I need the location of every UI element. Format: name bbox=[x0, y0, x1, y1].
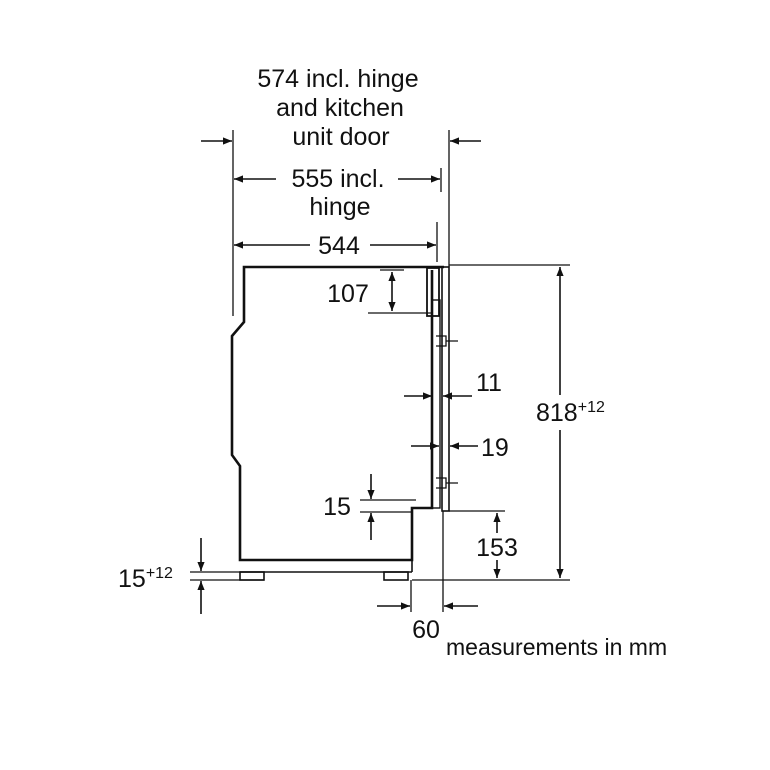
machine-body-outline bbox=[230, 265, 444, 562]
units-note: measurements in mm bbox=[446, 634, 667, 660]
label-15-plinth: 15 bbox=[323, 493, 351, 521]
label-107: 107 bbox=[327, 280, 369, 308]
label-818-base: 818 bbox=[536, 399, 578, 427]
upper-hinge bbox=[436, 335, 458, 347]
front-foot bbox=[383, 571, 409, 581]
label-11: 11 bbox=[476, 369, 502, 397]
label-555-line1: 555 incl. bbox=[291, 165, 384, 193]
label-818-height: 818+12 bbox=[536, 399, 605, 427]
kitchen-unit-door bbox=[441, 266, 450, 512]
label-574-line2: and kitchen bbox=[276, 94, 404, 122]
hinge-strip bbox=[431, 299, 441, 509]
label-544: 544 bbox=[318, 232, 360, 260]
label-574-line3: unit door bbox=[292, 123, 389, 151]
label-153: 153 bbox=[476, 534, 518, 562]
label-574-line1: 574 incl. hinge bbox=[257, 65, 418, 93]
label-19: 19 bbox=[481, 434, 509, 462]
label-818-sup: +12 bbox=[578, 399, 605, 416]
label-feet-base: 15 bbox=[118, 565, 146, 593]
control-panel bbox=[426, 267, 440, 317]
rear-foot bbox=[239, 571, 265, 581]
label-555-line2: hinge bbox=[309, 193, 370, 221]
lower-hinge bbox=[436, 477, 458, 489]
label-feet-sup: +12 bbox=[146, 565, 173, 582]
label-feet-height: 15+12 bbox=[118, 565, 173, 593]
label-60: 60 bbox=[412, 616, 440, 644]
